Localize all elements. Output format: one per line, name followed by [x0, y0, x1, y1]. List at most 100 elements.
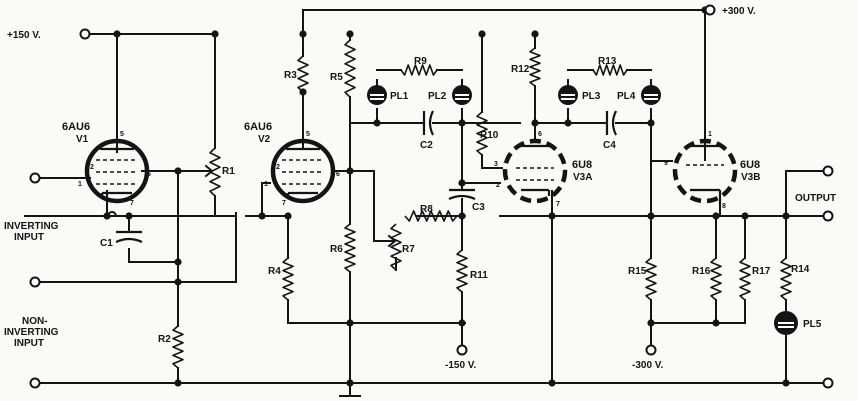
junction-dot	[373, 119, 381, 127]
resistor-r14	[780, 257, 792, 301]
label-c2: C2	[420, 140, 433, 151]
pin-v1-2: 2	[90, 164, 94, 171]
tube-v2	[270, 138, 336, 204]
junction-dot	[284, 212, 292, 220]
terminal-inverting-input[interactable]	[29, 172, 41, 184]
resistors	[172, 39, 792, 369]
junction-dot	[174, 278, 182, 286]
junction-dot	[712, 212, 720, 220]
capacitor-c4	[605, 110, 617, 136]
label-v3b-type: 6U8	[740, 159, 760, 171]
pin-v3b-8: 8	[722, 203, 726, 210]
junction-dot	[174, 167, 182, 175]
junction-dot	[458, 319, 466, 327]
capacitor-c3	[448, 188, 476, 201]
label-r13: R13	[598, 56, 617, 67]
label-pl1: PL1	[390, 91, 409, 102]
resistor-r16	[710, 257, 722, 301]
label-minus300: -300 V.	[632, 360, 664, 371]
resistor-r3	[297, 55, 309, 93]
junction-dot	[103, 212, 111, 220]
neon-lamp-pl1	[367, 85, 387, 105]
label-v2-type: 6AU6	[244, 121, 272, 133]
label-inverting-2: INPUT	[14, 232, 44, 243]
terminal-ground-left[interactable]	[29, 377, 41, 389]
label-r15: R15	[628, 266, 647, 277]
resistor-r2	[172, 325, 184, 369]
pin-v3a-3: 3	[494, 161, 498, 168]
label-r7: R7	[402, 244, 415, 255]
resistor-r5	[344, 39, 356, 98]
pin-v3b-1: 1	[708, 131, 712, 138]
terminal-noninverting-input[interactable]	[29, 276, 41, 288]
neon-lamp-pl2	[452, 85, 472, 105]
label-v3a-id: V3A	[573, 172, 592, 183]
pin-v1-1: 1	[78, 181, 82, 188]
neon-lamp-pl4	[641, 85, 661, 105]
terminal-output-1[interactable]	[822, 165, 834, 177]
capacitor-c2	[422, 110, 434, 136]
label-c1: C1	[100, 238, 113, 249]
label-r6: R6	[330, 244, 343, 255]
resistor-r15	[645, 257, 657, 301]
resistor-r17	[739, 257, 751, 301]
junction-dot	[346, 379, 354, 387]
label-r8: R8	[420, 204, 433, 215]
junction-dot	[174, 258, 182, 266]
label-minus150: -150 V.	[445, 360, 477, 371]
pin-v2-5: 5	[306, 131, 310, 138]
resistor-r12	[529, 47, 541, 87]
pin-v1-5: 5	[120, 131, 124, 138]
label-c3: C3	[472, 202, 485, 213]
junction-dot	[174, 379, 182, 387]
terminal-plus300[interactable]	[704, 4, 716, 16]
junction-dot	[458, 212, 466, 220]
resistor-r6	[344, 223, 356, 273]
junction-dot	[113, 30, 121, 38]
pin-v2-1: 1	[264, 181, 268, 188]
junction-dot	[211, 30, 219, 38]
junction-dot	[125, 212, 133, 220]
capacitors	[115, 110, 617, 244]
pin-v3a-7: 7	[556, 201, 560, 208]
terminal-minus300[interactable]	[645, 344, 657, 356]
labels: +150 V. +300 V. -150 V. -300 V. INVERTIN…	[4, 6, 836, 371]
label-output: OUTPUT	[795, 193, 836, 204]
terminal-plus150[interactable]	[79, 28, 91, 40]
pin-v3a-6: 6	[538, 131, 542, 138]
label-inverting-1: INVERTING	[4, 221, 59, 232]
tube-v3b	[672, 138, 738, 205]
resistor-r13	[592, 64, 628, 76]
label-r5: R5	[330, 72, 343, 83]
label-r10: R10	[480, 130, 499, 141]
junction-dot	[782, 379, 790, 387]
label-pl4: PL4	[617, 91, 636, 102]
terminal-ground-right[interactable]	[822, 377, 834, 389]
junction-dot	[647, 212, 655, 220]
label-c4: C4	[603, 140, 616, 151]
junction-dot	[647, 119, 655, 127]
label-r17: R17	[752, 266, 771, 277]
r1-wiper-arrow	[204, 164, 214, 178]
wiring	[24, 9, 829, 397]
pin-v3b-9: 9	[664, 160, 668, 167]
label-pl2: PL2	[428, 91, 447, 102]
terminal-minus150[interactable]	[456, 344, 468, 356]
pin-v3a-2: 2	[496, 182, 500, 189]
pin-v1-6: 6	[147, 171, 151, 178]
junction-dot	[564, 119, 572, 127]
resistor-r7	[390, 223, 402, 271]
label-plus300: +300 V.	[722, 6, 756, 17]
junction-dot	[458, 179, 466, 187]
pin-v2-2: 2	[276, 164, 280, 171]
junction-dot	[741, 212, 749, 220]
label-r9: R9	[414, 56, 427, 67]
label-r16: R16	[692, 266, 711, 277]
label-r4: R4	[268, 266, 281, 277]
label-r1: R1	[222, 166, 235, 177]
pin-v2-6: 6	[336, 171, 340, 178]
terminal-output-2[interactable]	[822, 210, 834, 222]
label-v2-id: V2	[258, 134, 271, 145]
resistor-r4	[282, 257, 294, 301]
